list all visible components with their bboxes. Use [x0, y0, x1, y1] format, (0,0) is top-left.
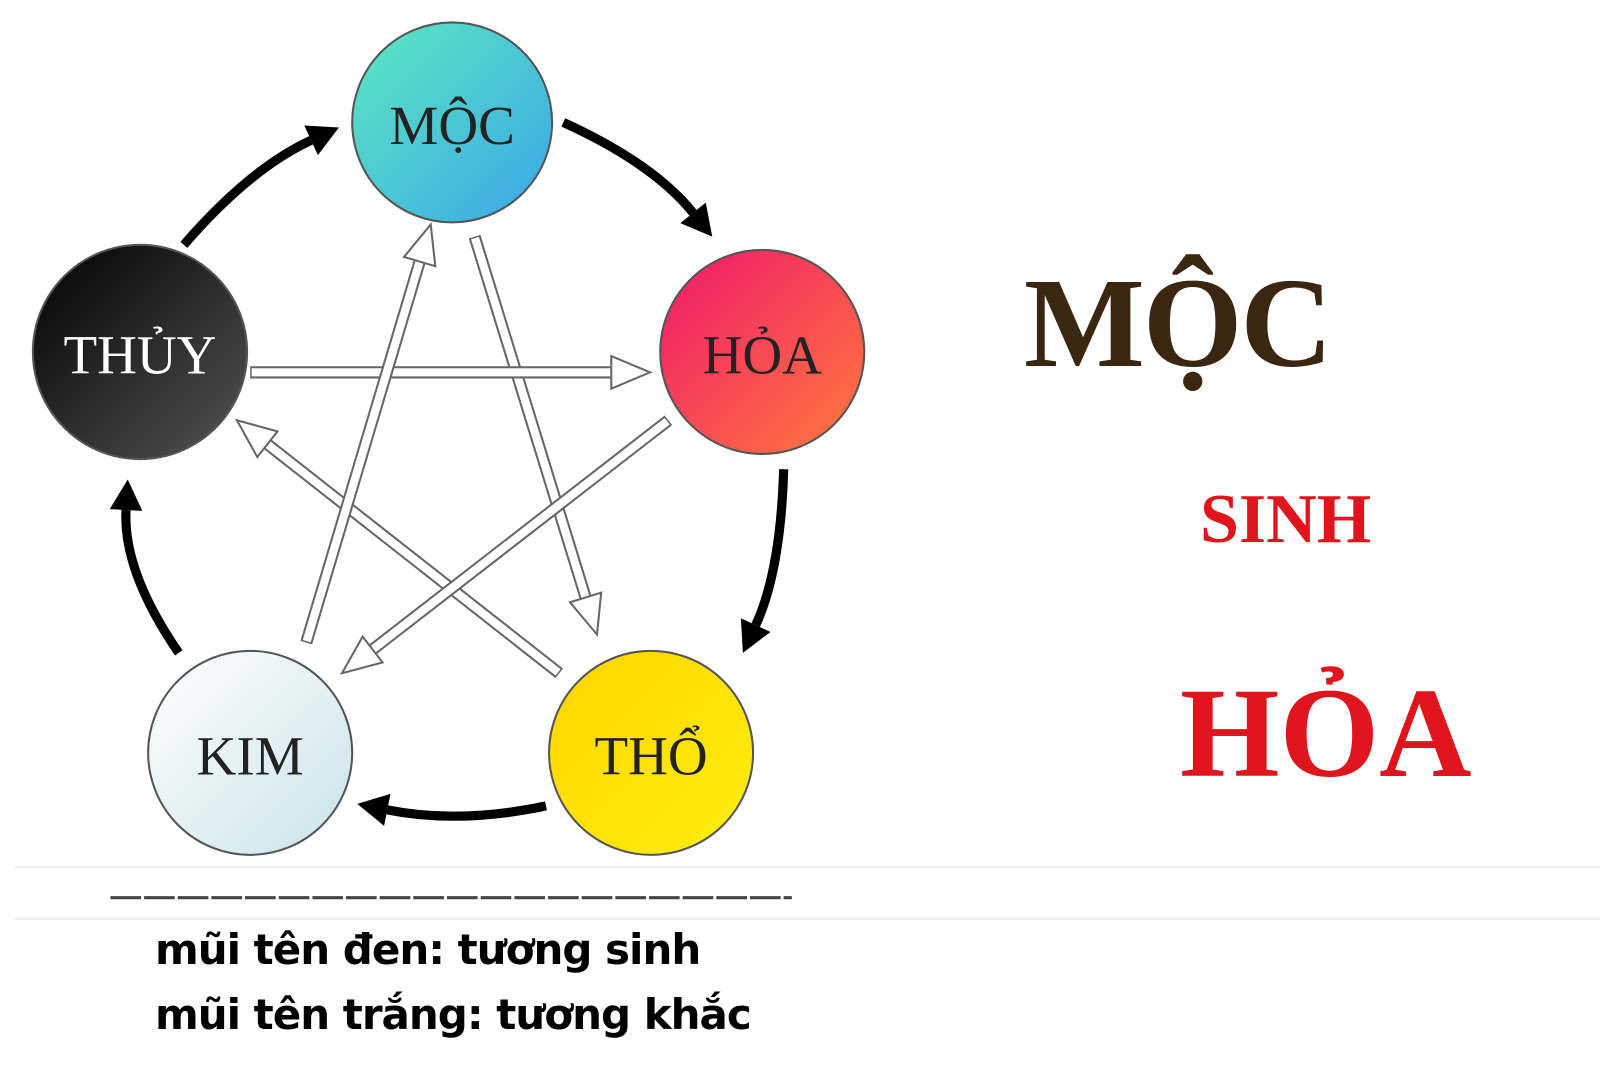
element-node-thuy: THỦY	[31, 243, 249, 461]
element-nodes: MỘC HỎA THỔ KIM THỦY	[31, 21, 866, 856]
element-circle	[548, 649, 755, 856]
element-label: THỦY	[63, 325, 216, 386]
legend-black-arrow: mũi tên đen: tương sinh	[155, 925, 701, 974]
element-node-moc: MỘC	[351, 21, 554, 224]
generating-arrow-hoa-tho	[740, 469, 789, 653]
headline-verb: SINH	[1200, 481, 1372, 558]
element-node-tho: THỔ	[548, 649, 755, 856]
overcoming-arrow-moc-tho	[468, 234, 603, 638]
element-label: MỘC	[389, 95, 515, 156]
overcoming-arrow-kim-moc	[300, 221, 437, 645]
element-circle	[147, 649, 354, 856]
overcoming-arrow-hoa-kim	[339, 415, 673, 675]
generating-arrow-moc-hoa	[561, 118, 713, 237]
headline-subject: MỘC	[1024, 252, 1333, 394]
legend-white-arrow: mũi tên trắng: tương khắc	[155, 990, 752, 1039]
overcoming-arrow-thuy-hoa	[250, 354, 653, 391]
element-node-kim: KIM	[147, 649, 354, 856]
element-circle	[351, 21, 554, 224]
element-label: HỎA	[703, 325, 823, 386]
element-label: THỔ	[594, 724, 707, 786]
element-label: KIM	[197, 725, 304, 786]
overcoming-arrows	[234, 221, 673, 679]
overcoming-arrow-tho-thuy	[234, 418, 564, 679]
generating-arrow-thuy-moc	[180, 125, 339, 248]
generating-arrow-tho-kim	[357, 793, 547, 826]
headline-object: HỎA	[1180, 662, 1472, 804]
element-node-hoa: HỎA	[659, 248, 866, 455]
generating-arrow-kim-thuy	[109, 479, 183, 656]
divider	[15, 918, 1600, 920]
element-circle	[31, 243, 249, 461]
divider	[15, 866, 1600, 868]
generating-arrows	[109, 118, 789, 826]
element-circle	[659, 248, 866, 455]
